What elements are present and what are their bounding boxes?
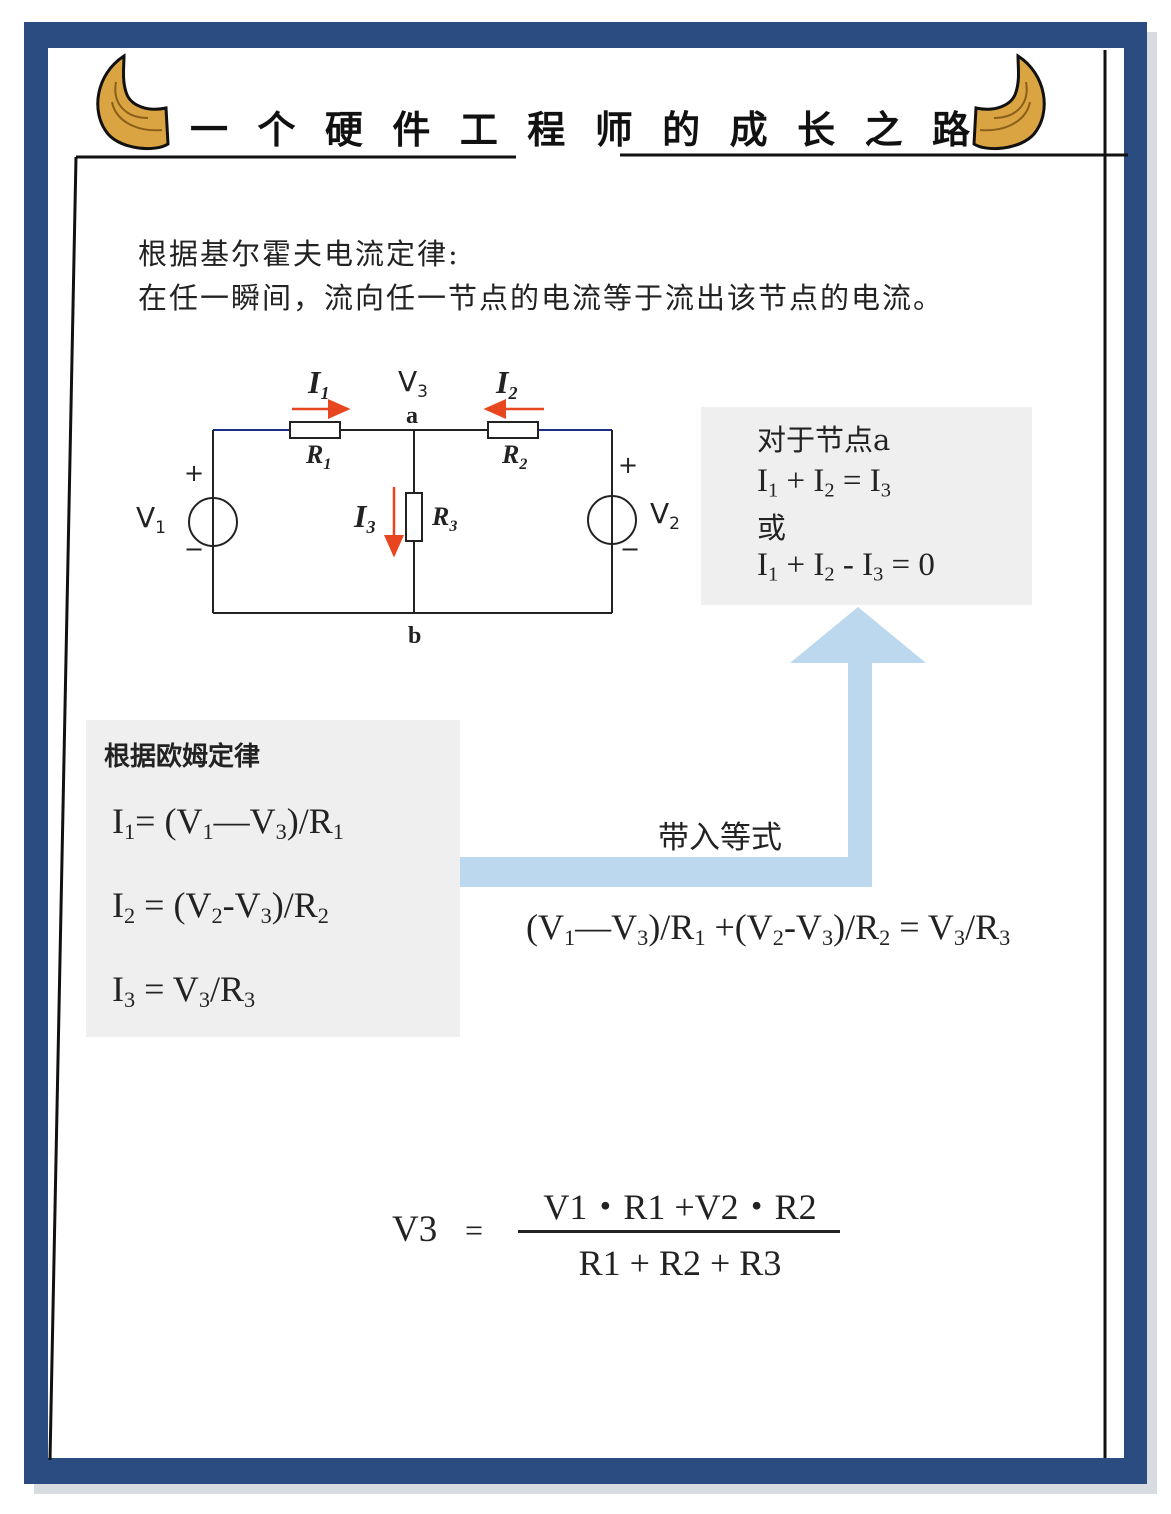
fraction-bar: [518, 1230, 840, 1233]
title-char: 之: [864, 107, 903, 152]
resistor-r3: [405, 492, 423, 542]
title-char: 长: [797, 107, 836, 152]
label-v1: V1: [136, 501, 166, 538]
final-lhs: V3: [392, 1209, 438, 1250]
label-v2: V2: [650, 497, 680, 534]
label-v3: V3: [398, 365, 428, 402]
final-numerator: V1・R1 +V2・R2: [543, 1187, 817, 1227]
node-equation-box: 对于节点a I1 + I2 = I3 或 I1 + I2 - I3 = 0: [701, 407, 1032, 605]
label-i3: I3: [353, 498, 375, 537]
kcl-equation-1: I1 + I2 = I3: [757, 463, 891, 502]
kcl-line-2: 在任一瞬间，流向任一节点的电流等于流出该节点的电流。: [138, 281, 945, 315]
kcl-statement: 根据基尔霍夫电流定律: 在任一瞬间，流向任一节点的电流等于流出该节点的电流。: [138, 232, 944, 320]
v1-minus: −: [184, 535, 204, 563]
ohm-equation-1: I1= (V1—V3)/R1: [112, 801, 344, 845]
title-char: 工: [459, 107, 498, 152]
kcl-equation-2: I1 + I2 - I3 = 0: [757, 547, 935, 586]
resistor-r2: [487, 421, 539, 439]
v1-plus: +: [184, 459, 204, 487]
ohm-equation-2: I2 = (V2-V3)/R2: [112, 885, 329, 929]
label-r2: R2: [501, 440, 527, 473]
node-b-label: b: [408, 623, 421, 649]
or-text: 或: [757, 511, 787, 545]
title-char: 件: [392, 107, 431, 152]
title-char: 个: [257, 107, 296, 152]
title-char: 的: [662, 107, 701, 152]
kcl-line-1: 根据基尔霍夫电流定律:: [138, 237, 460, 271]
label-i2: I2: [495, 364, 517, 403]
substitute-arrow-icon: [460, 607, 926, 887]
node-box-title: 对于节点a: [757, 423, 891, 457]
final-denominator: R1 + R2 + R3: [578, 1243, 782, 1283]
final-equals: =: [465, 1212, 484, 1248]
circuit-diagram: I1 I2 I3 R1 R2 R3 V1 V2 V3 a b + − + −: [136, 364, 680, 649]
right-horn-icon: [972, 53, 1046, 151]
ohm-law-box: 根据欧姆定律 I1= (V1—V3)/R1 I2 = (V2-V3)/R2 I3…: [86, 720, 460, 1037]
left-horn-icon: [96, 53, 170, 151]
title-char: 硬: [324, 107, 363, 152]
label-r3: R3: [431, 502, 457, 535]
title-char: 师: [594, 107, 633, 152]
v2-minus: −: [620, 535, 640, 563]
v2-plus: +: [618, 451, 638, 479]
combined-equation: (V1—V3)/R1 +(V2-V3)/R2 = V3/R3: [526, 907, 1011, 951]
ohm-heading: 根据欧姆定律: [104, 742, 261, 772]
substitute-label: 带入等式: [658, 820, 782, 856]
title-char: 路: [931, 107, 970, 152]
title-char: 一: [190, 107, 229, 152]
node-a-label: a: [406, 403, 418, 429]
page-title: 一 个 硬 件 工 程 师 的 成 长 之 路: [190, 96, 970, 156]
label-i1: I1: [307, 364, 329, 403]
label-r1: R1: [305, 440, 331, 473]
ohm-equation-3: I3 = V3/R3: [112, 969, 256, 1013]
title-char: 成: [729, 107, 768, 152]
title-char: 程: [527, 107, 566, 152]
resistor-r1: [289, 421, 341, 439]
